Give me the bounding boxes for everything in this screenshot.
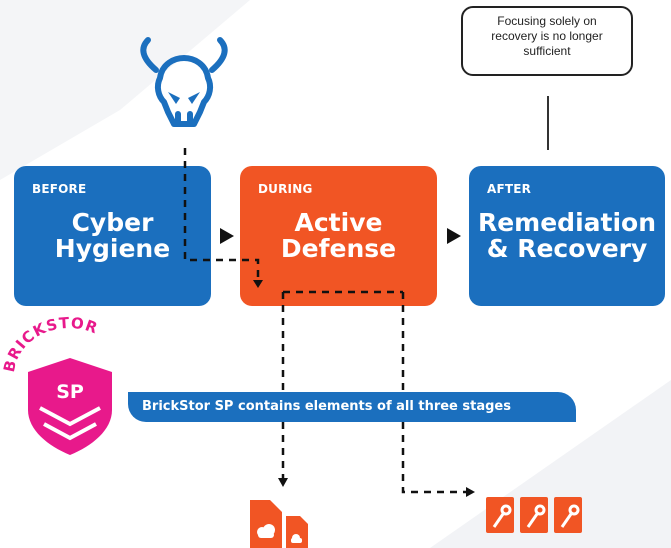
stage-after-title-line1: Remediation (477, 208, 657, 237)
recovery-callout: Focusing solely on recovery is no longer… (461, 6, 633, 76)
stage-after-tag: AFTER (487, 182, 532, 196)
stage-before-title: Cyber Hygiene (14, 210, 211, 262)
stage-after-title: Remediation & Recovery (469, 210, 665, 262)
stage-after-box: AFTER Remediation & Recovery (469, 166, 665, 306)
flow-arrow-icon (220, 228, 234, 244)
stage-before-tag: BEFORE (32, 182, 87, 196)
stage-during-box: DURING Active Defense (240, 166, 437, 306)
brickstor-banner: BrickStor SP contains elements of all th… (128, 392, 576, 422)
stage-during-title-line1: Active (294, 208, 383, 237)
callout-connector (547, 96, 549, 150)
callout-text-line1: Focusing solely on (497, 14, 597, 28)
stage-after-title-line2: & Recovery (486, 234, 648, 263)
stage-during-tag: DURING (258, 182, 313, 196)
callout-text-line3: sufficient (523, 44, 571, 58)
flow-arrow-icon (447, 228, 461, 244)
callout-text-line2: recovery is no longer (491, 29, 603, 43)
stage-before-title-line2: Hygiene (54, 234, 171, 263)
stage-before-box: BEFORE Cyber Hygiene (14, 166, 211, 306)
stage-during-title: Active Defense (240, 210, 437, 262)
stage-before-title-line1: Cyber (71, 208, 154, 237)
stage-during-title-line2: Defense (280, 234, 397, 263)
